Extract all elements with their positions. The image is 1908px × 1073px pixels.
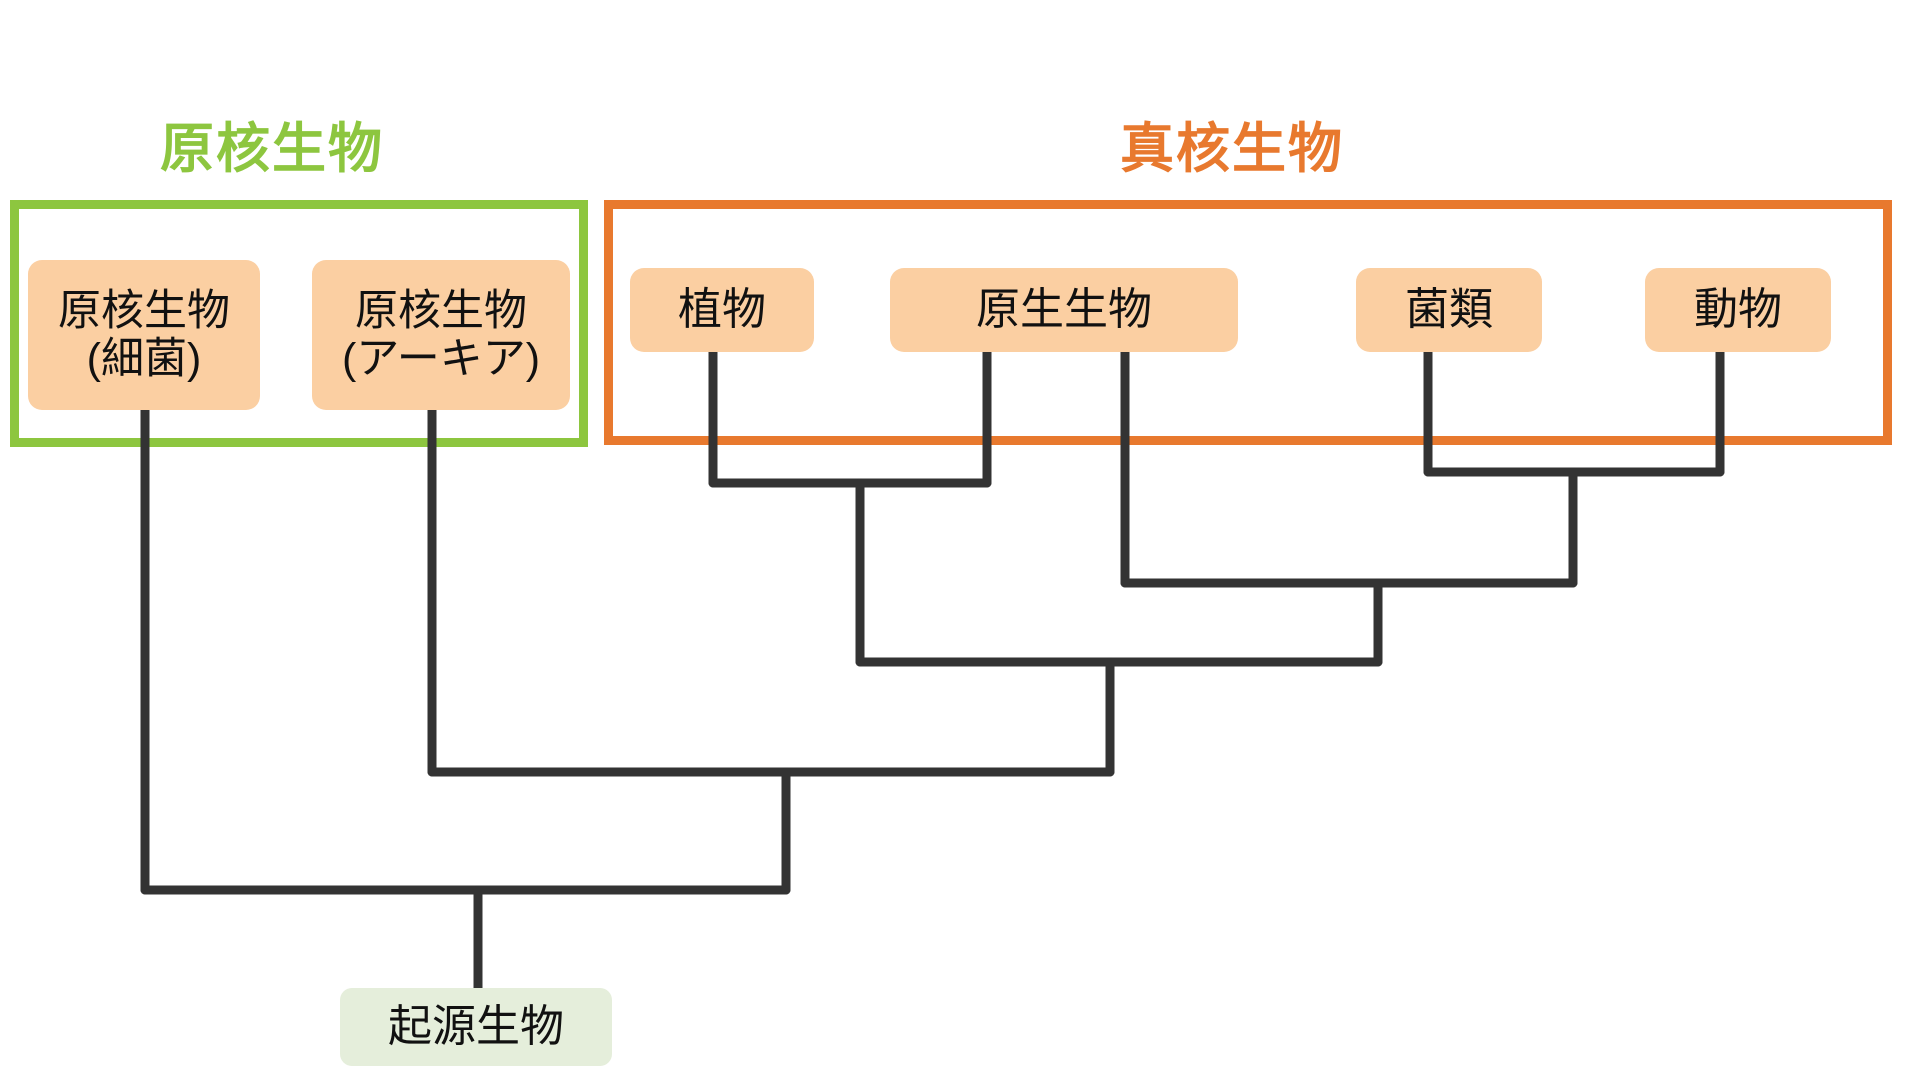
taxon-box-plants[interactable]: 植物	[630, 268, 814, 352]
taxon-box-animals[interactable]: 動物	[1645, 268, 1831, 352]
group-frame-eukaryote	[604, 200, 1892, 445]
group-title-eukaryote: 真核生物	[1120, 119, 1344, 179]
group-title-prokaryote: 原核生物	[160, 119, 384, 179]
group-frame-prokaryote	[10, 200, 588, 447]
taxon-box-bacteria[interactable]: 原核生物 (細菌)	[28, 260, 260, 410]
taxon-box-archaea[interactable]: 原核生物 (アーキア)	[312, 260, 570, 410]
taxon-box-origin[interactable]: 起源生物	[340, 988, 612, 1066]
taxon-box-fungi[interactable]: 菌類	[1356, 268, 1542, 352]
taxon-box-protists[interactable]: 原生生物	[890, 268, 1238, 352]
